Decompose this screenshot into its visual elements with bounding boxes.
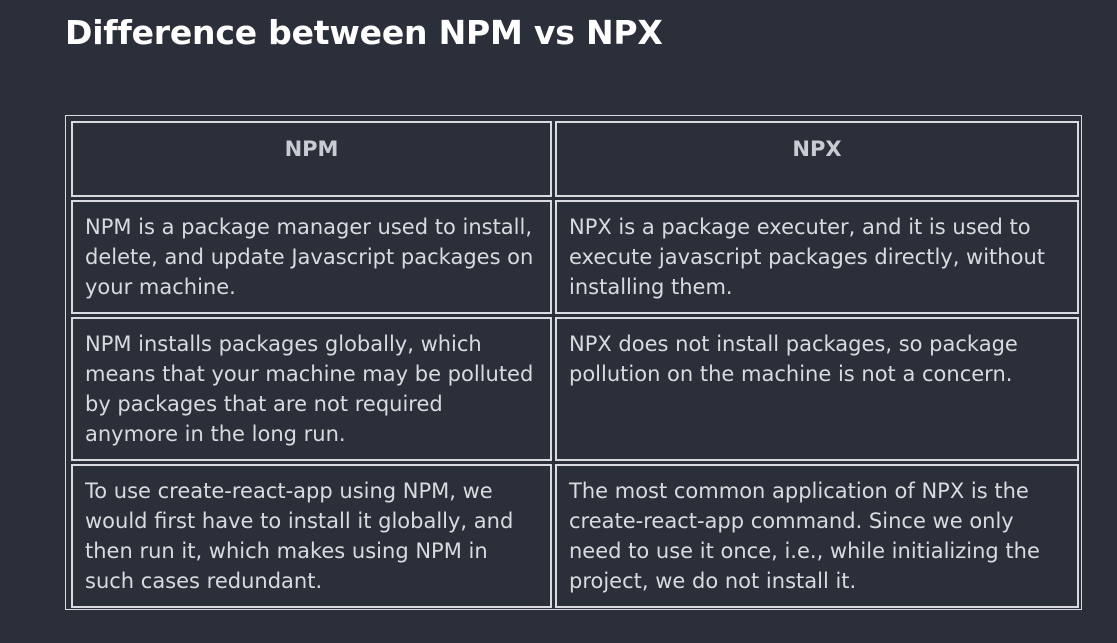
table-cell-npx: NPX does not install packages, so packag… — [555, 317, 1079, 461]
header-npm: NPM — [71, 121, 552, 197]
table-row: To use create-react-app using NPM, we wo… — [71, 464, 1079, 608]
table-header-row: NPM NPX — [71, 121, 1079, 197]
table-cell-npm: NPM installs packages globally, which me… — [71, 317, 552, 461]
comparison-table-wrapper: NPM NPX NPM is a package manager used to… — [65, 115, 1082, 610]
table-cell-npm: NPM is a package manager used to install… — [71, 200, 552, 314]
table-cell-npm: To use create-react-app using NPM, we wo… — [71, 464, 552, 608]
table-cell-npx: The most common application of NPX is th… — [555, 464, 1079, 608]
table-row: NPM installs packages globally, which me… — [71, 317, 1079, 461]
header-npx: NPX — [555, 121, 1079, 197]
page-title: Difference between NPM vs NPX — [65, 13, 663, 52]
table-cell-npx: NPX is a package executer, and it is use… — [555, 200, 1079, 314]
comparison-table: NPM NPX NPM is a package manager used to… — [68, 118, 1082, 611]
table-row: NPM is a package manager used to install… — [71, 200, 1079, 314]
